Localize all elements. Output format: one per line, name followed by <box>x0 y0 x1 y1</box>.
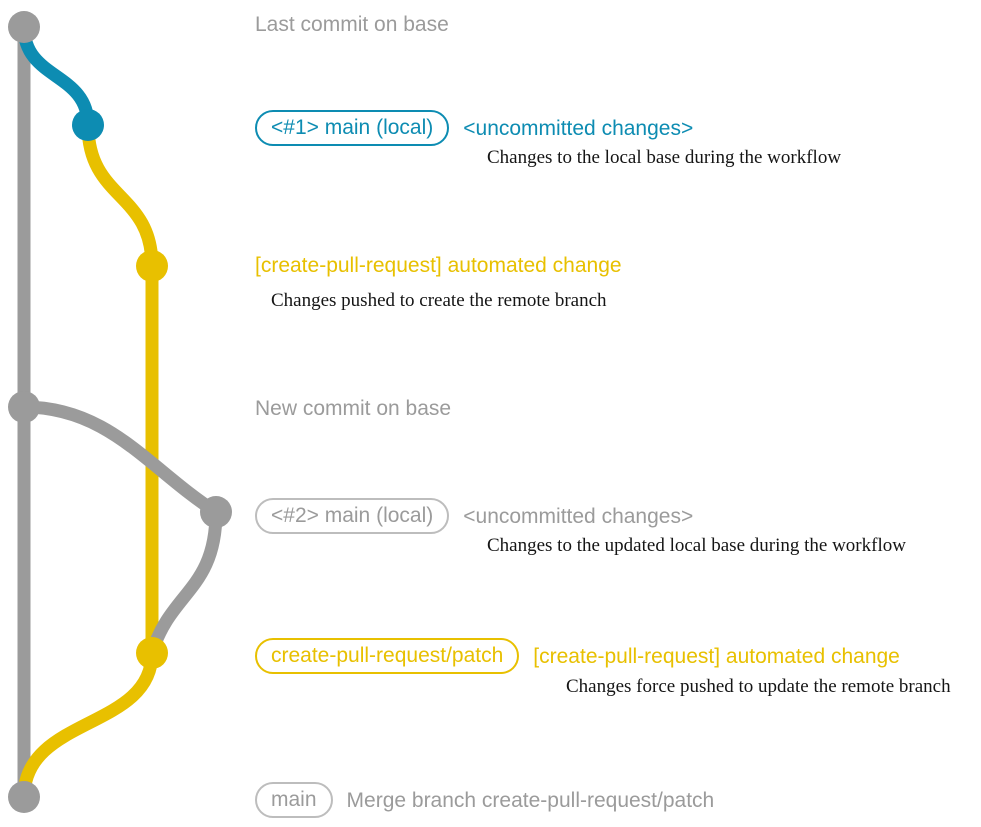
edge-base-to-local-1 <box>17 20 95 132</box>
commit-subject: <uncommitted changes> <box>463 116 694 140</box>
commit-subject: [create-pull-request] automated change <box>255 254 622 277</box>
branch-pill-main-local-2[interactable]: <#2> main (local) <box>255 498 450 534</box>
commit-node-merge-commit[interactable] <box>8 781 40 813</box>
commit-node-new-commit-on-base[interactable] <box>8 391 40 423</box>
commit-description-automated-change-2: Changes force pushed to update the remot… <box>566 676 951 697</box>
commit-row-merge-commit: main Merge branch create-pull-request/pa… <box>255 782 714 818</box>
commit-row-last-commit-on-base: Last commit on base <box>255 14 449 35</box>
edge-base-to-local-2 <box>17 400 223 519</box>
commit-node-local-change-2[interactable] <box>200 496 232 528</box>
commit-node-last-commit-on-base[interactable] <box>8 11 40 43</box>
edge-local-1-to-patch-1 <box>81 118 159 273</box>
commit-subject: <uncommitted changes> <box>463 504 694 528</box>
branch-pill-main-local-1[interactable]: <#1> main (local) <box>255 110 450 146</box>
edge-local-2-to-patch-2 <box>145 505 223 660</box>
commit-subject: New commit on base <box>255 397 452 420</box>
commit-description-local-change-1: Changes to the local base during the wor… <box>487 147 842 168</box>
commit-row-local-change-1: <#1> main (local) <uncommitted changes> <box>255 110 693 146</box>
commit-node-automated-change-1[interactable] <box>136 250 168 282</box>
commit-node-local-change-1[interactable] <box>72 109 104 141</box>
commit-subject: [create-pull-request] automated change <box>533 644 900 668</box>
commit-description-automated-change-1: Changes pushed to create the remote bran… <box>271 290 607 311</box>
commit-row-new-commit-on-base: New commit on base <box>255 398 451 419</box>
branch-pill-create-pull-request-patch[interactable]: create-pull-request/patch <box>255 638 520 674</box>
commit-subject: Last commit on base <box>255 13 449 36</box>
commit-node-automated-change-2[interactable] <box>136 637 168 669</box>
commit-description-local-change-2: Changes to the updated local base during… <box>487 535 906 556</box>
commit-subject: Merge branch create-pull-request/patch <box>346 788 715 812</box>
commit-row-automated-change-1: [create-pull-request] automated change <box>255 255 622 276</box>
edge-patch-2-to-merge <box>17 646 159 804</box>
commit-row-local-change-2: <#2> main (local) <uncommitted changes> <box>255 498 693 534</box>
commit-row-automated-change-2: create-pull-request/patch [create-pull-r… <box>255 638 900 674</box>
branch-pill-main[interactable]: main <box>255 782 333 818</box>
